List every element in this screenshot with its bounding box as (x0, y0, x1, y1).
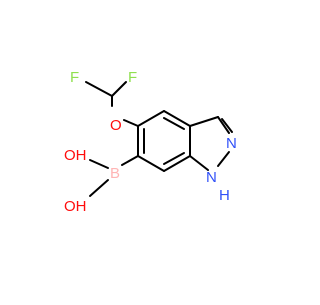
bond (111, 81, 127, 97)
atom-label-N2: N (226, 135, 237, 152)
bond (137, 155, 165, 172)
atom-label-O: O (110, 117, 122, 134)
bond (89, 159, 109, 169)
bond (163, 155, 191, 172)
bond (189, 116, 219, 127)
bond-inner (163, 117, 185, 130)
atom-label-OH-upper: OH (64, 147, 87, 164)
bonds (85, 81, 233, 197)
molecule-diagram: F F O B OH OH N N H (64, 69, 237, 215)
atom-label-H: H (219, 187, 230, 204)
bond (123, 119, 139, 127)
bond (221, 118, 233, 133)
atom-label-OH-lower: OH (64, 198, 87, 215)
atom-label-F2: F (128, 69, 137, 86)
atom-labels: F F O B OH OH N N H (64, 69, 237, 215)
bond (189, 155, 209, 171)
bond (89, 179, 109, 197)
bond (163, 110, 191, 127)
structure-canvas: F F O B OH OH N N H (64, 69, 237, 215)
atom-label-N1: N (206, 169, 217, 186)
bond-inner (163, 152, 185, 165)
atom-label-F1: F (70, 69, 79, 86)
bond (121, 155, 139, 166)
bond (85, 81, 113, 97)
bond (217, 151, 230, 167)
atom-label-B: B (110, 165, 120, 182)
bond (137, 110, 165, 127)
bond (217, 116, 230, 134)
